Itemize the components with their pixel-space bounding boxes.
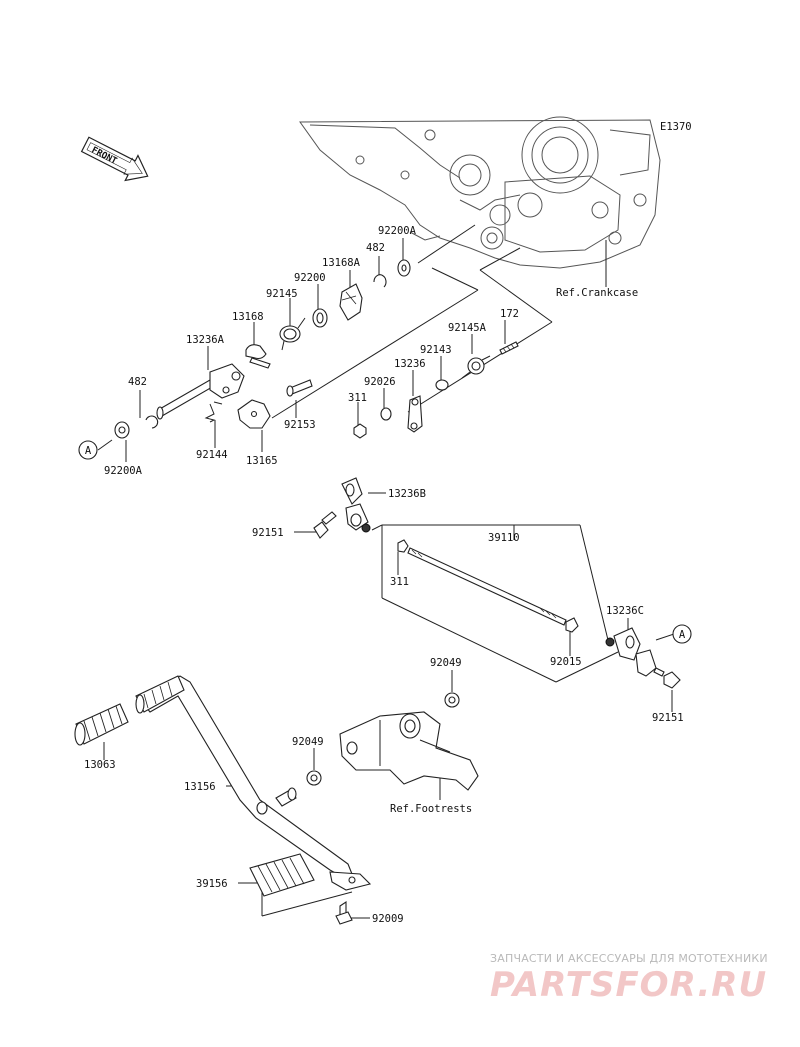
label-92009: 92009 xyxy=(372,913,404,925)
label-92145A: 92145A xyxy=(448,322,487,334)
label-172: 172 xyxy=(500,308,519,320)
label-92151-left: 92151 xyxy=(252,527,284,539)
label-311-top: 311 xyxy=(348,392,367,404)
label-13236B: 13236B xyxy=(388,488,426,500)
label-92049-mid: 92049 xyxy=(292,736,324,748)
label-92200A-left: 92200A xyxy=(104,465,143,477)
callout-a-left: A xyxy=(85,445,92,457)
leader-lines xyxy=(97,224,675,919)
label-92049-top: 92049 xyxy=(430,657,462,669)
label-13236: 13236 xyxy=(394,358,426,370)
label-92200: 92200 xyxy=(294,272,326,284)
label-13168A: 13168A xyxy=(322,257,361,269)
label-92151-right: 92151 xyxy=(652,712,684,724)
part-shapes: A xyxy=(74,259,692,925)
part-labels: E1370 Ref.Crankcase Ref.Footrests 92200A… xyxy=(84,121,692,925)
ref-footrests-label: Ref.Footrests xyxy=(390,803,472,815)
watermark: ЗАПЧАСТИ И АКСЕССУАРЫ ДЛЯ МОТОТЕХНИКИ PA… xyxy=(490,952,768,1005)
label-39156: 39156 xyxy=(196,878,228,890)
label-311-mid: 311 xyxy=(390,576,409,588)
label-13236A: 13236A xyxy=(186,334,225,346)
label-482-top: 482 xyxy=(366,242,385,254)
label-13063: 13063 xyxy=(84,759,116,771)
label-13236C: 13236C xyxy=(606,605,644,617)
label-92144: 92144 xyxy=(196,449,228,461)
label-92145: 92145 xyxy=(266,288,298,300)
label-92015: 92015 xyxy=(550,656,582,668)
label-13156: 13156 xyxy=(184,781,216,793)
callout-a-right: A xyxy=(679,629,686,641)
label-92153: 92153 xyxy=(284,419,316,431)
label-92143: 92143 xyxy=(420,344,452,356)
label-39110: 39110 xyxy=(488,532,520,544)
label-92200A-top: 92200A xyxy=(378,225,417,237)
label-92026: 92026 xyxy=(364,376,396,388)
footpeg-rubber xyxy=(74,703,129,746)
crankcase-drawing xyxy=(299,116,661,269)
watermark-tagline: ЗАПЧАСТИ И АКСЕССУАРЫ ДЛЯ МОТОТЕХНИКИ xyxy=(490,952,768,965)
label-482-left: 482 xyxy=(128,376,147,388)
label-13165: 13165 xyxy=(246,455,278,467)
ref-crankcase-label: Ref.Crankcase xyxy=(556,287,638,299)
diagram-code: E1370 xyxy=(660,121,692,133)
front-arrow: FRONT xyxy=(80,136,149,182)
watermark-brand: PARTSFOR.RU xyxy=(490,965,767,1005)
label-13168: 13168 xyxy=(232,311,264,323)
